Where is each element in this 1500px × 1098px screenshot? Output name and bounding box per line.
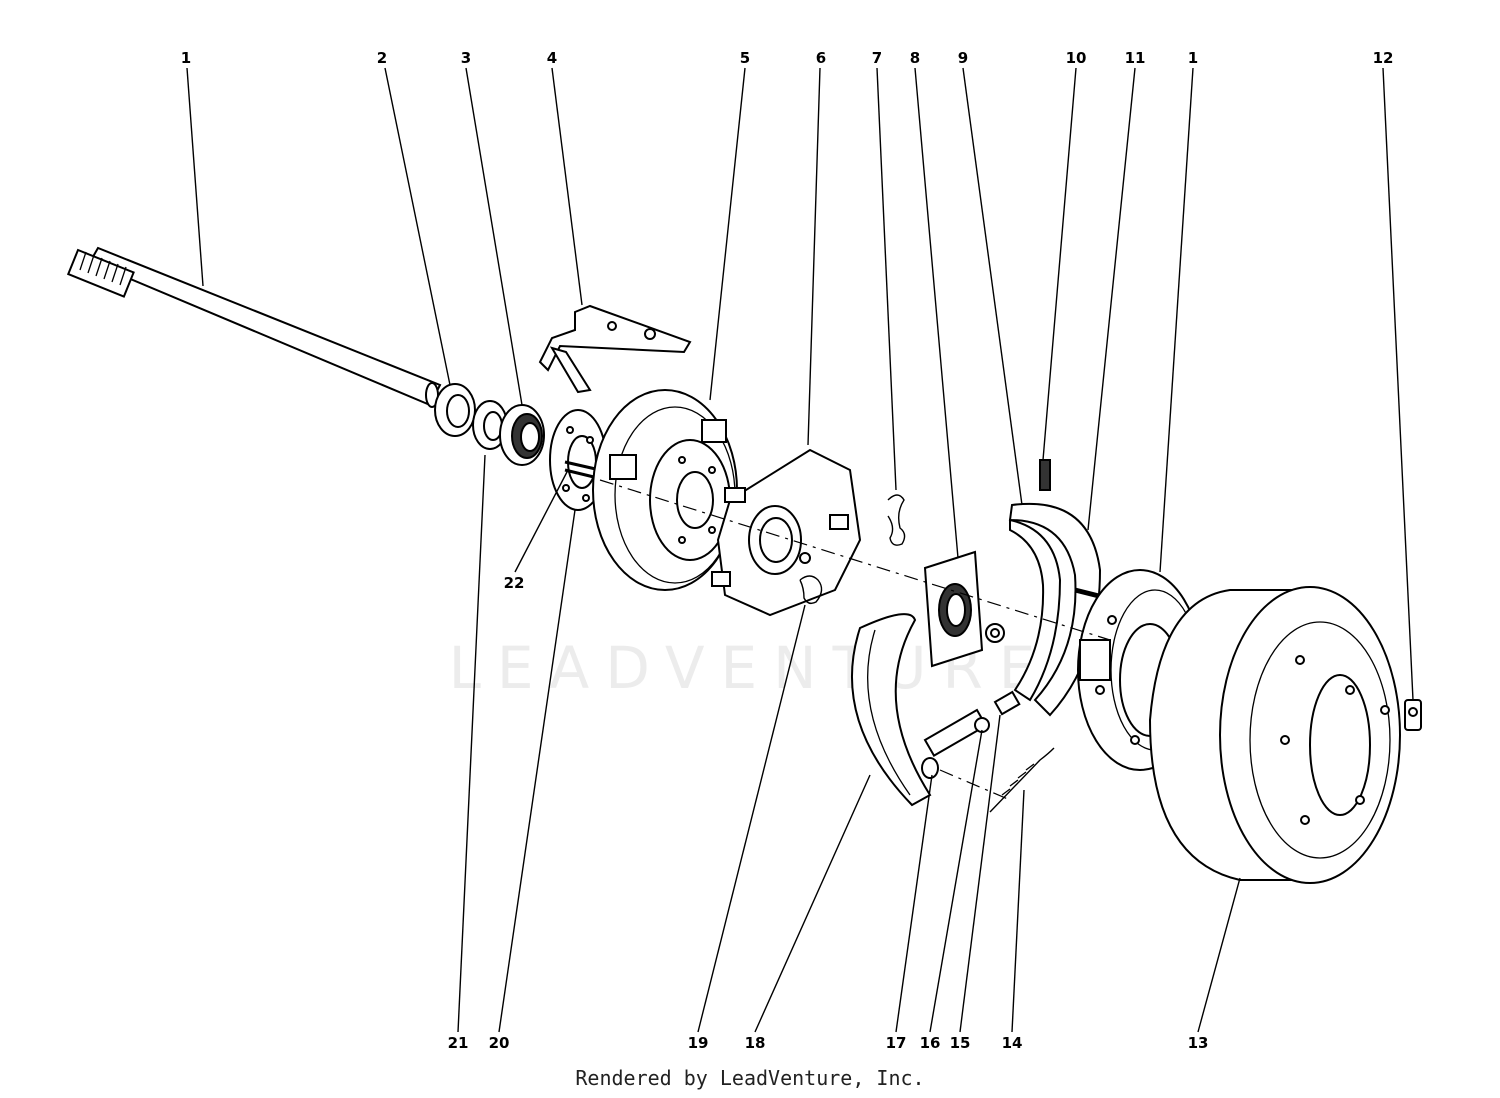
seal — [434, 383, 476, 437]
anchor-plate — [711, 448, 862, 617]
callout-3: 3 — [461, 49, 471, 67]
callout-1: 1 — [181, 49, 191, 67]
callout-7: 7 — [872, 49, 882, 67]
bearing — [499, 404, 545, 466]
return-spring — [887, 494, 906, 546]
lug-nut — [1404, 699, 1422, 731]
axle-shaft — [66, 246, 442, 408]
brake-shoe-front — [850, 613, 932, 807]
flange-plate — [549, 409, 607, 511]
adjuster-assembly — [921, 690, 1021, 779]
callouts-bottom: 21 20 19 18 17 16 15 14 13 — [448, 1034, 1209, 1052]
callout-16: 16 — [920, 1034, 941, 1052]
gasket — [923, 550, 984, 668]
callout-18: 18 — [745, 1034, 766, 1052]
leader-lines — [186, 67, 1414, 1033]
callout-13: 13 — [1188, 1034, 1209, 1052]
center-line — [599, 479, 1111, 801]
callout-22: 22 — [504, 574, 525, 592]
callout-15: 15 — [950, 1034, 971, 1052]
adjuster-spring — [989, 747, 1055, 813]
spacer — [472, 400, 508, 450]
callout-4: 4 — [547, 49, 557, 67]
callout-8: 8 — [910, 49, 920, 67]
callout-12: 12 — [1373, 49, 1394, 67]
nut — [985, 623, 1005, 643]
callout-6: 6 — [816, 49, 826, 67]
spring — [799, 575, 823, 605]
callout-11: 11 — [1125, 49, 1146, 67]
callout-17: 17 — [886, 1034, 907, 1052]
callout-10: 10 — [1066, 49, 1087, 67]
callout-20: 20 — [489, 1034, 510, 1052]
callouts-top: 1 2 3 4 5 6 7 8 9 10 11 1 12 — [181, 49, 1394, 67]
callout-1-hub: 1 — [1188, 49, 1198, 67]
brake-drum — [1148, 586, 1401, 884]
callout-19: 19 — [688, 1034, 709, 1052]
callout-14: 14 — [1002, 1034, 1023, 1052]
credit-line: Rendered by LeadVenture, Inc. — [575, 1066, 924, 1090]
callout-21: 21 — [448, 1034, 469, 1052]
backing-plate — [592, 389, 738, 591]
callout-5: 5 — [740, 49, 750, 67]
callout-9: 9 — [958, 49, 968, 67]
callout-2: 2 — [377, 49, 387, 67]
brake-lever — [538, 304, 692, 394]
